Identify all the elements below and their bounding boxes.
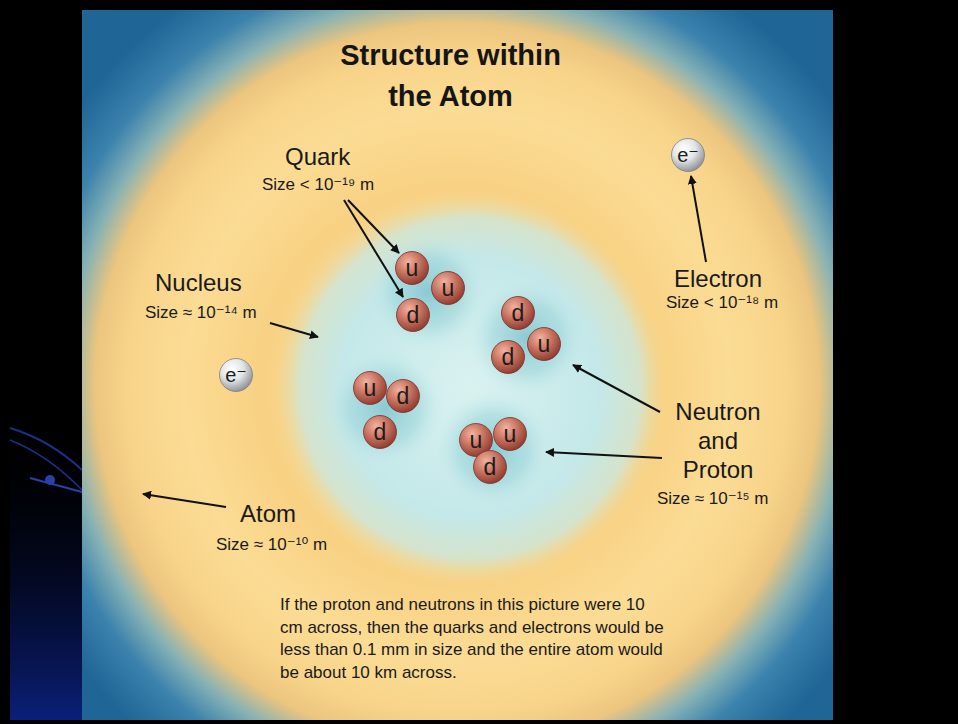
quark-flavour: u — [431, 271, 465, 305]
electron-particle: e⁻ — [671, 138, 705, 172]
callout-heading: Atom — [240, 499, 296, 528]
callout-heading: Quark — [285, 142, 350, 171]
quark-particle: u — [527, 327, 561, 361]
quark-particle: d — [473, 450, 507, 484]
label-text: Electron — [674, 265, 762, 292]
nucleon-glows — [327, 234, 585, 507]
electron-symbol: e⁻ — [671, 138, 705, 172]
nucleus-region — [270, 188, 670, 588]
label-text: Size ≈ 10⁻¹⁵ m — [657, 489, 768, 508]
size-note: Size ≈ 10⁻¹⁴ m — [145, 303, 257, 323]
quark-particle: d — [491, 340, 525, 374]
quark-flavour: d — [491, 340, 525, 374]
quark-flavour: u — [353, 371, 387, 405]
quark-flavour: u — [493, 417, 527, 451]
callout-heading: Nucleus — [155, 268, 242, 297]
quark-particle: d — [386, 379, 420, 413]
atom-cloud — [82, 10, 833, 720]
electron-particle: e⁻ — [219, 358, 253, 392]
size-note: Size ≈ 10⁻¹⁰ m — [216, 535, 327, 555]
size-note: Size < 10⁻¹⁸ m — [666, 293, 778, 313]
quark-particle: u — [431, 271, 465, 305]
title-block: Structure within the Atom — [323, 35, 578, 117]
electron-symbol: e⁻ — [219, 358, 253, 392]
quark-flavour: d — [363, 415, 397, 449]
label-text: Nucleus — [155, 269, 242, 296]
label-text: Size ≈ 10⁻¹⁴ m — [145, 303, 257, 322]
quark-flavour: d — [386, 379, 420, 413]
quark-particle: d — [396, 298, 430, 332]
quark-particle: d — [501, 296, 535, 330]
quark-particle: u — [395, 251, 429, 285]
quark-flavour: u — [527, 327, 561, 361]
callout-heading: Electron — [674, 264, 762, 293]
caption: If the proton and neutrons in this pictu… — [280, 595, 664, 682]
quark-flavour: u — [395, 251, 429, 285]
label-text: Size < 10⁻¹⁸ m — [666, 293, 778, 312]
size-note: Size < 10⁻¹⁹ m — [262, 175, 374, 195]
size-note: Size ≈ 10⁻¹⁵ m — [657, 489, 768, 509]
label-text: Size ≈ 10⁻¹⁰ m — [216, 535, 327, 554]
label-text: Atom — [240, 500, 296, 527]
quark-particle: d — [363, 415, 397, 449]
title: Structure within the Atom — [340, 39, 561, 112]
quark-particle: u — [353, 371, 387, 405]
label-text: Neutron and Proton — [675, 398, 760, 483]
leader-lines — [143, 176, 706, 507]
caption-block: If the proton and neutrons in this pictu… — [280, 594, 666, 684]
quark-flavour: d — [473, 450, 507, 484]
label-text: Quark — [285, 143, 350, 170]
label-text: Size < 10⁻¹⁹ m — [262, 175, 374, 194]
quark-flavour: d — [396, 298, 430, 332]
quark-flavour: d — [501, 296, 535, 330]
quark-particle: u — [493, 417, 527, 451]
callout-heading: Neutron and Proton — [662, 397, 774, 484]
corner-decoration — [10, 420, 82, 720]
